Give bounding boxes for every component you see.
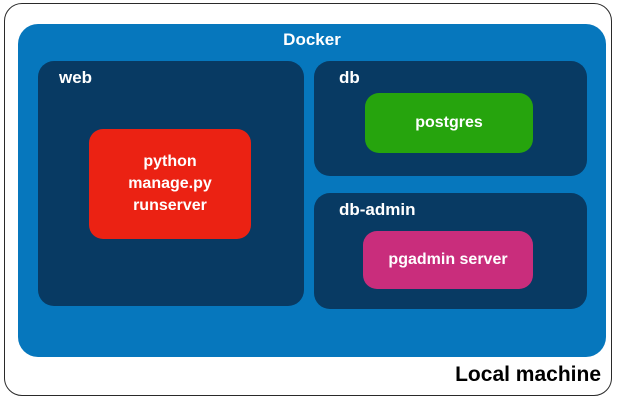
web-service-line-3: runserver bbox=[133, 197, 207, 214]
local-machine-label: Local machine bbox=[455, 363, 601, 386]
db-label: db bbox=[339, 68, 360, 87]
web-service-line-2: manage.py bbox=[128, 175, 212, 192]
db-admin-label: db-admin bbox=[339, 200, 416, 219]
db-admin-service-label: pgadmin server bbox=[388, 251, 508, 268]
container-db-admin: db-admin pgadmin server bbox=[314, 193, 587, 309]
docker-label: Docker bbox=[283, 30, 341, 49]
docker-box: Docker web python manage.py runserver db… bbox=[18, 24, 606, 357]
container-web: web python manage.py runserver bbox=[38, 61, 304, 306]
web-label: web bbox=[59, 68, 93, 87]
web-service-box: python manage.py runserver bbox=[89, 129, 251, 239]
local-machine-box: Docker web python manage.py runserver db… bbox=[4, 3, 612, 396]
db-service-box: postgres bbox=[365, 93, 533, 153]
container-db: db postgres bbox=[314, 61, 587, 176]
web-service-line-1: python bbox=[143, 153, 197, 170]
db-admin-service-box: pgadmin server bbox=[363, 231, 533, 289]
db-service-label: postgres bbox=[415, 114, 483, 131]
